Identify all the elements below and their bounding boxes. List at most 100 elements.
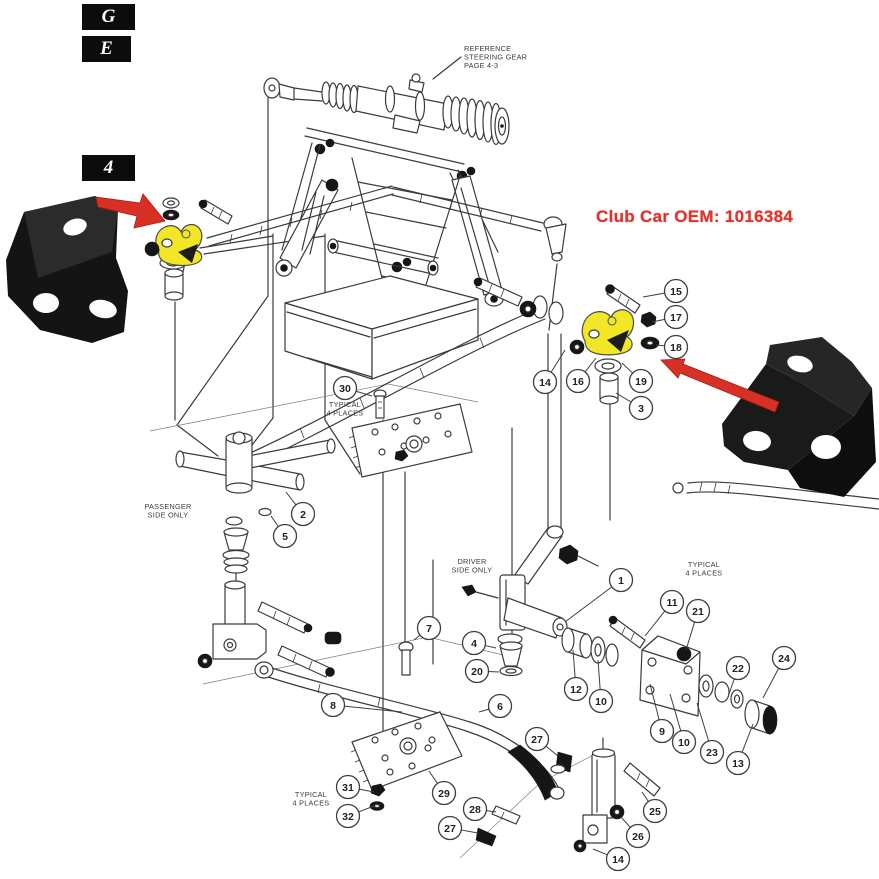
callout-27-31: 27 [524, 726, 559, 757]
svg-text:16: 16 [572, 376, 584, 388]
callout-11-11: 11 [644, 589, 685, 637]
svg-text:6: 6 [497, 701, 503, 713]
callout-9-19: 9 [649, 683, 675, 744]
axle-hub-chain [561, 615, 778, 735]
svg-text:13: 13 [732, 758, 744, 770]
svg-text:12: 12 [570, 684, 582, 696]
mount-plate-lower [350, 711, 521, 847]
shock-absorber-lower [550, 737, 661, 853]
callout-14-4: 14 [532, 349, 566, 395]
callout-12-17: 12 [563, 649, 589, 702]
svg-text:22: 22 [732, 663, 744, 675]
svg-text:20: 20 [471, 666, 483, 678]
index-tab-e: E [82, 36, 131, 62]
leaf-spring-passenger [236, 277, 564, 471]
svg-text:9: 9 [659, 726, 665, 738]
arrow-right [660, 358, 780, 413]
svg-text:17: 17 [670, 312, 682, 324]
callout-4-15: 4 [461, 630, 497, 656]
callout-28-29: 28 [462, 796, 497, 822]
highlighted-part-right [581, 309, 635, 356]
frame-truss [275, 127, 504, 337]
svg-text:14: 14 [612, 854, 624, 866]
svg-text:30: 30 [339, 383, 351, 395]
svg-text:7: 7 [426, 623, 432, 635]
callout-3-7: 3 [615, 392, 654, 421]
svg-text:21: 21 [692, 606, 704, 618]
svg-text:27: 27 [531, 734, 543, 746]
svg-text:24: 24 [778, 653, 790, 665]
frame-box [284, 238, 479, 380]
callout-16-5: 16 [565, 357, 597, 394]
callout-8-24: 8 [320, 692, 403, 718]
svg-text:1: 1 [618, 575, 624, 587]
steering-gear [263, 73, 510, 146]
spindle-driver [461, 525, 599, 677]
svg-text:28: 28 [469, 804, 481, 816]
svg-text:3: 3 [638, 403, 644, 415]
highlighted-part-left [144, 223, 203, 267]
callout-26-33: 26 [620, 816, 651, 849]
callout-15-1: 15 [642, 278, 689, 304]
svg-text:4: 4 [471, 638, 477, 650]
callout-10-20: 10 [669, 693, 697, 755]
svg-text:19: 19 [635, 376, 647, 388]
callout-6-25: 6 [478, 693, 513, 719]
index-tab-g: G [82, 4, 135, 30]
hardware-right [569, 284, 660, 405]
svg-text:25: 25 [649, 806, 661, 818]
leaf-spring-driver [254, 661, 565, 801]
hardware-left [159, 197, 233, 301]
svg-text:29: 29 [438, 788, 450, 800]
arrow-left [95, 193, 166, 229]
svg-text:8: 8 [330, 700, 336, 712]
callout-2-8: 2 [285, 491, 316, 527]
mount-plate-upper [348, 389, 473, 676]
svg-text:32: 32 [342, 811, 354, 823]
callout-18-3: 18 [655, 334, 689, 360]
callout-17-2: 17 [651, 304, 689, 330]
callout-23-21: 23 [696, 702, 725, 765]
tie-rods [206, 185, 567, 262]
index-tab-4: 4 [82, 155, 135, 181]
svg-text:15: 15 [670, 286, 682, 298]
bracket-photo-right [722, 337, 876, 497]
callout-24-14: 24 [762, 645, 797, 699]
callout-32-27: 32 [335, 803, 375, 829]
svg-text:14: 14 [539, 377, 551, 389]
callout-27-30: 27 [437, 815, 479, 841]
callout-25-32: 25 [641, 791, 668, 824]
svg-text:10: 10 [678, 737, 690, 749]
callout-5-9: 5 [270, 515, 298, 549]
callout-13-22: 13 [725, 723, 754, 776]
svg-text:2: 2 [300, 509, 306, 521]
callout-22-13: 22 [725, 655, 751, 695]
callout-1-10: 1 [564, 567, 634, 623]
callout-30-0: 30 [332, 375, 373, 401]
svg-text:27: 27 [444, 823, 456, 835]
spindle-passenger [175, 431, 342, 678]
callout-20-16: 20 [464, 658, 500, 684]
svg-text:23: 23 [706, 747, 718, 759]
callout-31-26: 31 [335, 774, 375, 800]
callout-29-28: 29 [428, 770, 457, 806]
oem-part-number-label: Club Car OEM: 1016384 [596, 207, 794, 226]
callout-7-23: 7 [413, 615, 442, 641]
callout-21-12: 21 [685, 598, 711, 651]
callout-19-6: 19 [621, 362, 654, 394]
callout-14-34: 14 [592, 846, 631, 872]
svg-text:11: 11 [666, 597, 677, 609]
svg-text:5: 5 [282, 531, 288, 543]
bracket-photo-left [6, 196, 128, 343]
svg-text:10: 10 [595, 696, 607, 708]
svg-text:26: 26 [632, 831, 644, 843]
